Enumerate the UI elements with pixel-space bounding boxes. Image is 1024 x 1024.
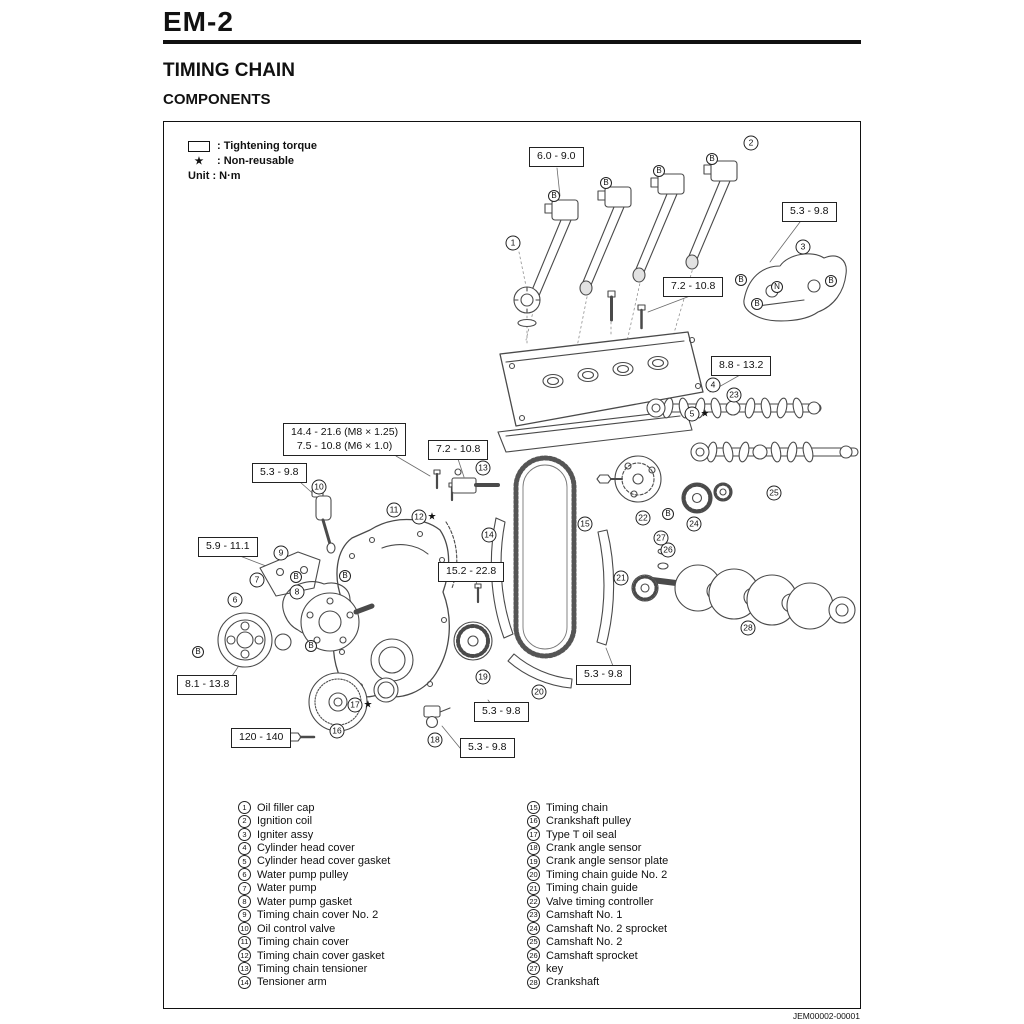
- legend-nonreusable-label: : Non-reusable: [217, 155, 295, 167]
- header-rule: [163, 40, 861, 44]
- head-cover-gasket-illustration: [497, 409, 693, 453]
- crankshaft-pulley-illustration: [286, 672, 368, 742]
- crank-angle-sensor-plate-illustration: [453, 621, 493, 661]
- oil-filler-cap-illustration: [513, 286, 541, 328]
- valve-timing-controller-illustration: [596, 455, 662, 503]
- legend-star-row: ★ : Non-reusable: [188, 154, 317, 169]
- chain-guide-no2-illustration: [507, 653, 573, 689]
- page-code: EM-2: [163, 6, 234, 37]
- ignition-coil-illustration: [526, 160, 738, 309]
- water-pump-illustration: [300, 592, 375, 652]
- page-subtitle: COMPONENTS: [163, 91, 271, 108]
- star-icon: ★: [194, 156, 204, 167]
- legend-torque-label: : Tightening torque: [217, 140, 318, 152]
- chain-tensioner-illustration: [451, 468, 500, 494]
- cover-gasket-illustration: [445, 521, 458, 589]
- legend-unit-label: Unit : N·m: [188, 170, 241, 182]
- timing-chain-illustration: [513, 455, 577, 659]
- torque-box-symbol: [188, 141, 210, 152]
- legend-unit-row: Unit : N·m: [188, 169, 317, 184]
- legend: : Tightening torque ★ : Non-reusable Uni…: [188, 139, 317, 184]
- document-code: JEM00002-00001: [792, 1011, 860, 1021]
- igniter-assy-illustration: [743, 253, 847, 322]
- cover-bolts-illustration: [433, 290, 646, 604]
- tensioner-arm-illustration: [490, 517, 514, 639]
- crankshaft-illustration: [631, 548, 856, 630]
- water-pump-pulley-illustration: [217, 612, 292, 668]
- legend-torque-row: : Tightening torque: [188, 139, 317, 154]
- camshaft-no2-illustration: [690, 441, 859, 463]
- chain-guide-illustration: [596, 529, 615, 646]
- oil-seal-illustration: [373, 677, 399, 703]
- page-title: TIMING CHAIN: [163, 60, 295, 81]
- crank-angle-sensor-illustration: [423, 705, 451, 729]
- exploded-view-illustration: [217, 160, 859, 749]
- cylinder-head-cover-illustration: [499, 331, 704, 427]
- camshaft-sprockets-illustration: [681, 482, 733, 514]
- oil-control-valve-illustration: [311, 488, 336, 554]
